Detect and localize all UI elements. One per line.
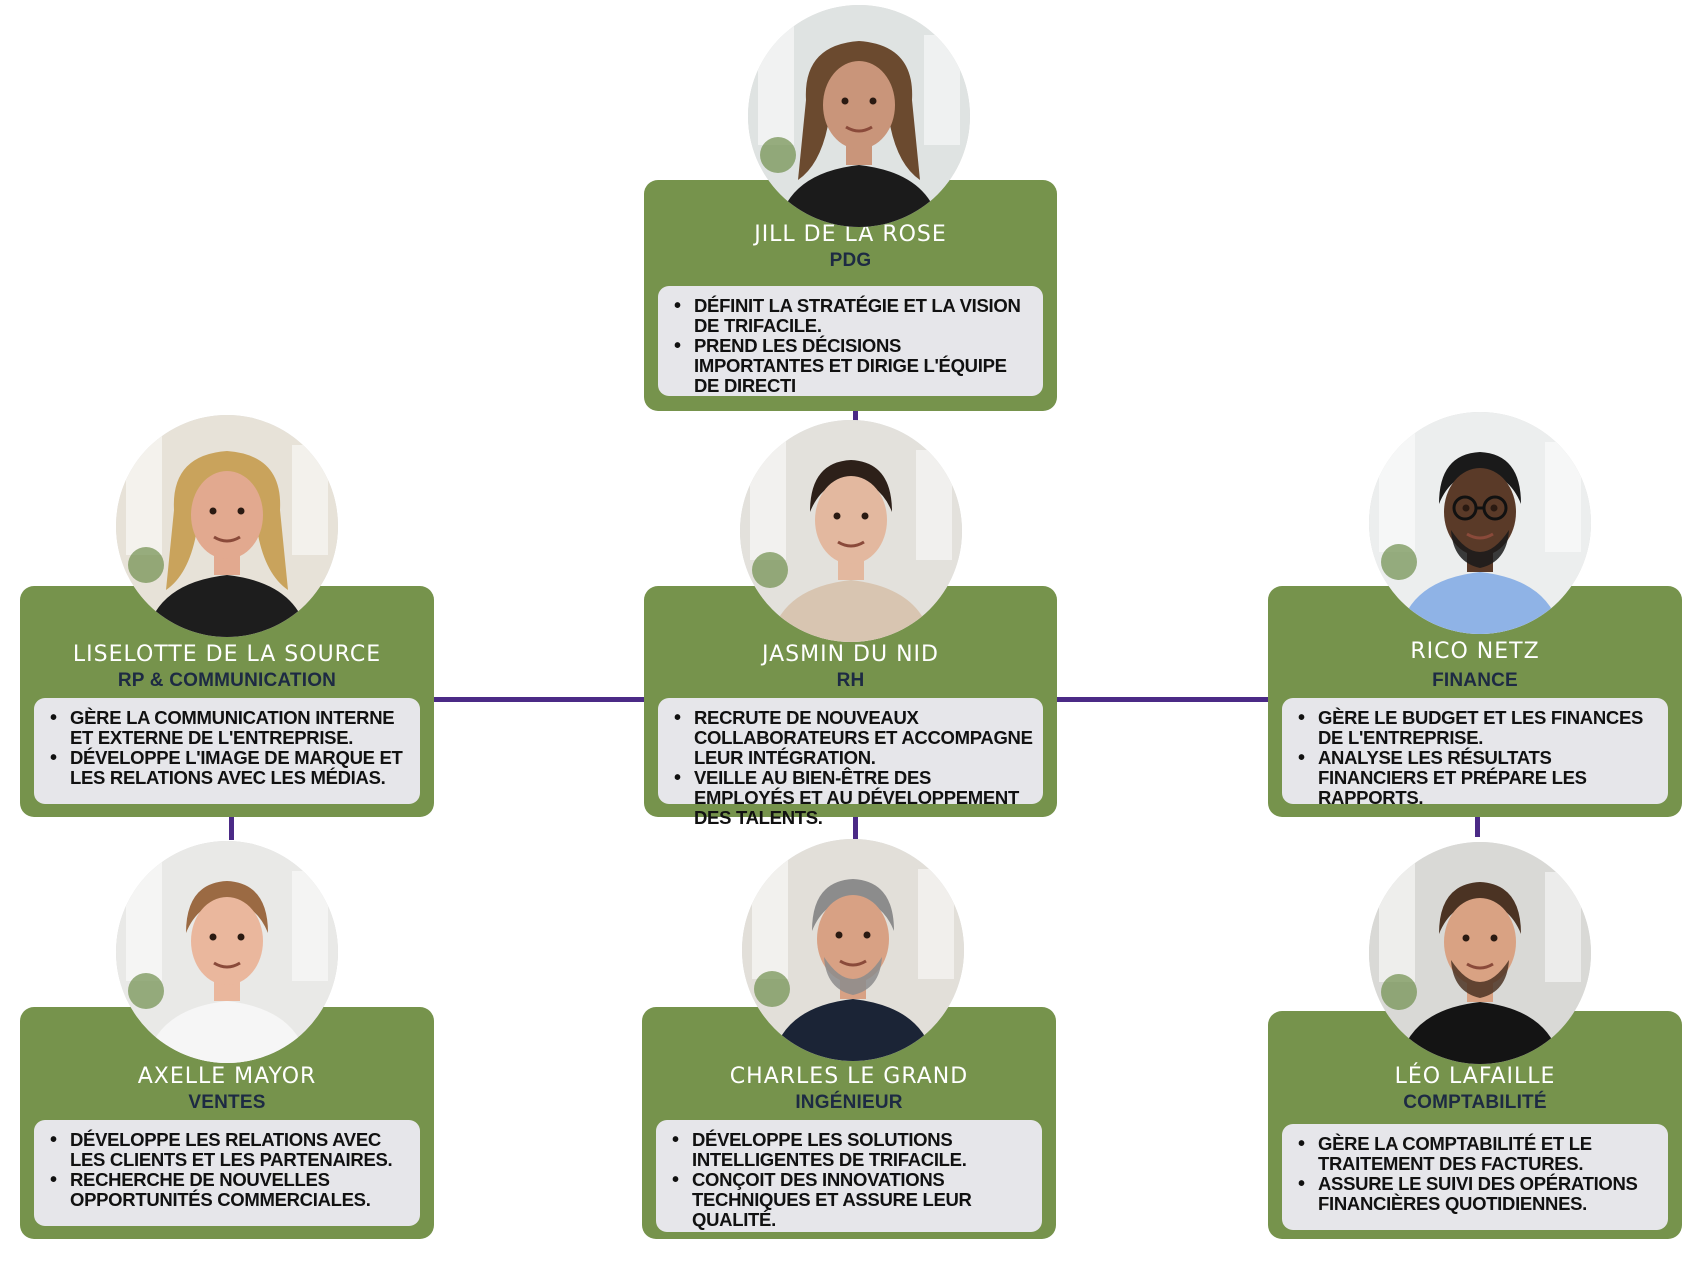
duty-text: ANALYSE LES RÉSULTATS FINANCIERS ET PRÉP… bbox=[1318, 747, 1587, 808]
duty-item: • ANALYSE LES RÉSULTATS FINANCIERS ET PRÉ… bbox=[1296, 748, 1658, 808]
duty-text: DÉVELOPPE LES RELATIONS AVEC LES CLIENTS… bbox=[70, 1129, 393, 1170]
duties-box: • GÈRE LA COMPTABILITÉ ET LE TRAITEMENT D… bbox=[1282, 1124, 1668, 1230]
duty-text: RECRUTE DE NOUVEAUX COLLABORATEURS ET AC… bbox=[694, 707, 1033, 768]
duties-list: • GÈRE LA COMPTABILITÉ ET LE TRAITEMENT D… bbox=[1296, 1134, 1658, 1214]
duty-text: DÉVELOPPE LES SOLUTIONS INTELLIGENTES DE… bbox=[692, 1129, 967, 1170]
card-jasmin: JASMIN DU NID RH • RECRUTE DE NOUVEAUX COLL… bbox=[644, 586, 1057, 828]
duty-item: • VEILLE AU BIEN-ÊTRE DES EMPLOYÉS ET AU … bbox=[672, 768, 1033, 828]
person-role: RP & COMMUNICATION bbox=[117, 670, 337, 691]
avatar-rico bbox=[1369, 412, 1591, 634]
person-name: LÉO LAFAILLE bbox=[1394, 1064, 1556, 1089]
bullet-icon: • bbox=[50, 747, 57, 769]
bullet-icon: • bbox=[50, 1129, 57, 1151]
person-role: PDG bbox=[829, 250, 872, 271]
avatar-liselotte bbox=[116, 415, 338, 637]
bullet-icon: • bbox=[1298, 1133, 1305, 1155]
duties-list: • DÉFINIT LA STRATÉGIE ET LA VISION DE TR… bbox=[672, 296, 1033, 396]
duty-item: • PREND LES DÉCISIONS IMPORTANTES ET DIRI… bbox=[672, 336, 1033, 396]
connector-finance-to-acct bbox=[1475, 817, 1480, 837]
duties-box: • RECRUTE DE NOUVEAUX COLLABORATEURS ET A… bbox=[658, 698, 1043, 828]
duties-box: • GÈRE LA COMMUNICATION INTERNE ET EXTERN… bbox=[34, 698, 420, 804]
duties-box: • DÉVELOPPE LES SOLUTIONS INTELLIGENTES D… bbox=[656, 1120, 1042, 1232]
bullet-icon: • bbox=[1298, 747, 1305, 769]
duties-list: • GÈRE LE BUDGET ET LES FINANCES DE L'ENT… bbox=[1296, 708, 1658, 808]
duty-text: DÉFINIT LA STRATÉGIE ET LA VISION DE TRI… bbox=[694, 295, 1021, 336]
bullet-icon: • bbox=[50, 1169, 57, 1191]
duties-list: • RECRUTE DE NOUVEAUX COLLABORATEURS ET A… bbox=[672, 708, 1033, 828]
duty-text: GÈRE LE BUDGET ET LES FINANCES DE L'ENTR… bbox=[1318, 707, 1644, 748]
person-name: JASMIN DU NID bbox=[762, 642, 939, 667]
duty-item: • GÈRE LA COMPTABILITÉ ET LE TRAITEMENT D… bbox=[1296, 1134, 1658, 1174]
person-role: INGÉNIEUR bbox=[795, 1092, 903, 1113]
duty-text: ASSURE LE SUIVI DES OPÉRATIONS FINANCIÈR… bbox=[1318, 1173, 1638, 1214]
duties-list: • DÉVELOPPE LES SOLUTIONS INTELLIGENTES D… bbox=[670, 1130, 1032, 1230]
bullet-icon: • bbox=[1298, 1173, 1305, 1195]
person-role: VENTES bbox=[188, 1092, 266, 1113]
person-role: RH bbox=[836, 670, 865, 691]
duties-box: • DÉFINIT LA STRATÉGIE ET LA VISION DE TR… bbox=[658, 286, 1043, 396]
duty-text: CONÇOIT DES INNOVATIONS TECHNIQUES ET AS… bbox=[692, 1169, 972, 1230]
connector-rp-to-hr bbox=[434, 697, 644, 702]
duties-box: • DÉVELOPPE LES RELATIONS AVEC LES CLIENT… bbox=[34, 1120, 420, 1226]
card-rico: RICO NETZ FINANCE • GÈRE LE BUDGET ET LES F… bbox=[1268, 586, 1682, 817]
duty-item: • ASSURE LE SUIVI DES OPÉRATIONS FINANCIÈ… bbox=[1296, 1174, 1658, 1214]
person-name: AXELLE MAYOR bbox=[137, 1064, 317, 1089]
bullet-icon: • bbox=[674, 295, 681, 317]
card-leo: LÉO LAFAILLE COMPTABILITÉ • GÈRE LA COMPTAB… bbox=[1268, 1011, 1682, 1239]
card-axelle: AXELLE MAYOR VENTES • DÉVELOPPE LES RELATIO… bbox=[20, 1007, 434, 1239]
avatar-leo bbox=[1369, 842, 1591, 1064]
connector-hr-to-engineer bbox=[853, 817, 858, 840]
avatar-charles bbox=[742, 839, 964, 1061]
duties-list: • GÈRE LA COMMUNICATION INTERNE ET EXTERN… bbox=[48, 708, 410, 788]
duty-item: • DÉVELOPPE LES RELATIONS AVEC LES CLIENT… bbox=[48, 1130, 410, 1170]
duty-text: GÈRE LA COMPTABILITÉ ET LE TRAITEMENT DE… bbox=[1318, 1133, 1592, 1174]
bullet-icon: • bbox=[674, 767, 681, 789]
person-role: FINANCE bbox=[1432, 670, 1518, 691]
bullet-icon: • bbox=[672, 1129, 679, 1151]
person-name: CHARLES LE GRAND bbox=[729, 1064, 969, 1089]
bullet-icon: • bbox=[674, 707, 681, 729]
duty-item: • GÈRE LE BUDGET ET LES FINANCES DE L'ENT… bbox=[1296, 708, 1658, 748]
avatar-jill bbox=[748, 5, 970, 227]
duty-text: GÈRE LA COMMUNICATION INTERNE ET EXTERNE… bbox=[70, 707, 395, 748]
bullet-icon: • bbox=[672, 1169, 679, 1191]
person-name: LISELOTTE DE LA SOURCE bbox=[72, 642, 382, 667]
person-name: RICO NETZ bbox=[1410, 639, 1540, 664]
duty-text: DÉVELOPPE L'IMAGE DE MARQUE ET LES RELAT… bbox=[70, 747, 403, 788]
bullet-icon: • bbox=[1298, 707, 1305, 729]
bullet-icon: • bbox=[50, 707, 57, 729]
duty-item: • CONÇOIT DES INNOVATIONS TECHNIQUES ET A… bbox=[670, 1170, 1032, 1230]
connector-rp-to-sales bbox=[229, 817, 234, 840]
bullet-icon: • bbox=[674, 335, 681, 357]
avatar-axelle bbox=[116, 841, 338, 1063]
duty-item: • RECHERCHE DE NOUVELLES OPPORTUNITÉS COM… bbox=[48, 1170, 410, 1210]
duty-text: VEILLE AU BIEN-ÊTRE DES EMPLOYÉS ET AU D… bbox=[694, 767, 1019, 828]
duty-item: • GÈRE LA COMMUNICATION INTERNE ET EXTERN… bbox=[48, 708, 410, 748]
duty-item: • RECRUTE DE NOUVEAUX COLLABORATEURS ET A… bbox=[672, 708, 1033, 768]
duty-text: PREND LES DÉCISIONS IMPORTANTES ET DIRIG… bbox=[694, 335, 1007, 396]
connector-hr-to-finance bbox=[1057, 697, 1268, 702]
duty-item: • DÉVELOPPE LES SOLUTIONS INTELLIGENTES D… bbox=[670, 1130, 1032, 1170]
duty-item: • DÉVELOPPE L'IMAGE DE MARQUE ET LES RELA… bbox=[48, 748, 410, 788]
duties-list: • DÉVELOPPE LES RELATIONS AVEC LES CLIENT… bbox=[48, 1130, 410, 1210]
avatar-jasmin bbox=[740, 420, 962, 642]
duty-item: • DÉFINIT LA STRATÉGIE ET LA VISION DE TR… bbox=[672, 296, 1033, 336]
duty-text: RECHERCHE DE NOUVELLES OPPORTUNITÉS COMM… bbox=[70, 1169, 371, 1210]
duties-box: • GÈRE LE BUDGET ET LES FINANCES DE L'ENT… bbox=[1282, 698, 1668, 808]
person-role: COMPTABILITÉ bbox=[1403, 1092, 1547, 1113]
connector-ceo-to-hr bbox=[853, 411, 858, 424]
